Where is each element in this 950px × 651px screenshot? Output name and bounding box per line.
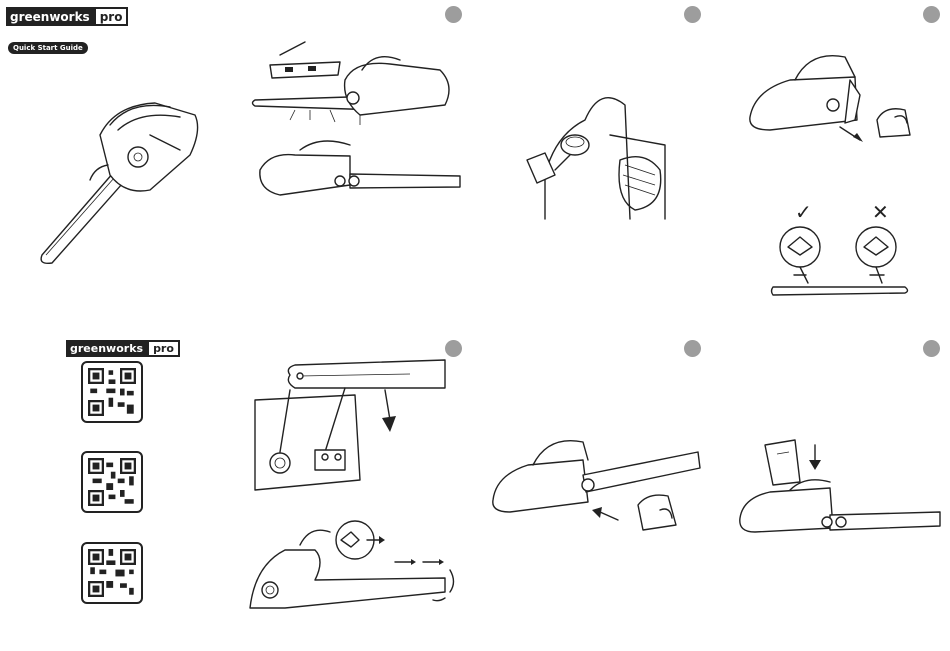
parts-overview-illustration [250, 40, 465, 215]
step-circle-icon [923, 6, 940, 23]
chain-direction-illustration [770, 225, 910, 300]
cross-mark-icon: ✕ [872, 202, 889, 222]
step-circle-icon [445, 6, 462, 23]
battery-insertion-illustration [735, 440, 943, 540]
brand-logo: greenworks pro [66, 340, 180, 357]
brand-name: greenworks [6, 7, 94, 26]
brand-logo: greenworks pro [6, 7, 128, 26]
step-circle-icon [445, 340, 462, 357]
step-circle-icon [923, 340, 940, 357]
remove-sprocket-cover-illustration [745, 45, 935, 150]
qr-code-icon [81, 542, 143, 604]
step-circle-icon [684, 6, 701, 23]
reinstall-sprocket-cover-illustration [488, 430, 703, 545]
quick-start-guide-badge: Quick Start Guide [8, 42, 88, 54]
chain-routing-illustration [245, 520, 465, 612]
bar-installation-illustration [250, 360, 450, 495]
brand-suffix: pro [147, 340, 180, 357]
check-mark-icon: ✓ [795, 202, 812, 222]
chainsaw-cover-illustration [30, 95, 210, 265]
qr-code-icon [81, 451, 143, 513]
oil-cap-illustration [515, 75, 670, 223]
qr-code-icon [81, 361, 143, 423]
brand-suffix: pro [94, 7, 129, 26]
brand-name: greenworks [66, 340, 147, 357]
step-circle-icon [684, 340, 701, 357]
